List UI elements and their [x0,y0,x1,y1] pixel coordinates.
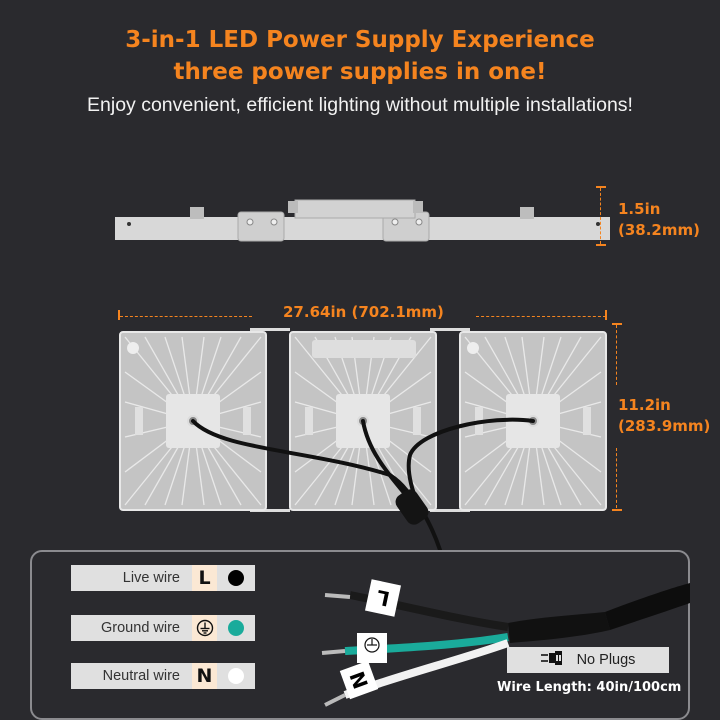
cable-illustration: L N [321,579,690,707]
width-dim-tick-left [118,310,120,320]
wiring-info-panel [30,550,690,720]
legend-neutral-wire: Neutral wire N [71,663,255,689]
legend-live-wire: Live wire L [71,565,255,591]
no-plug-icon [540,651,563,669]
fixture-top-view [119,328,607,550]
depth-dim-line-top [616,325,617,385]
green-wire-dot-icon [228,620,244,636]
height-dim-tick-bottom [596,244,606,246]
depth-dim-in: 11.2in [618,396,671,414]
tag-live: L [365,579,401,617]
height-dim-mm: (38.2mm) [618,221,700,239]
height-dim-line [600,188,601,244]
no-plugs-badge: No Plugs [507,647,669,673]
width-dim-tick-right [605,310,607,320]
legend-ground-wire: Ground wire [71,615,255,641]
depth-dim-tick-top [612,323,622,325]
depth-dim-mm: (283.9mm) [618,417,711,435]
depth-dim-line-bottom [616,448,617,508]
width-dim-label: 27.64in (702.1mm) [283,303,444,321]
main-title-line2: three power supplies in one! [173,59,547,85]
height-dim-in: 1.5in [618,200,661,218]
no-plugs-label: No Plugs [576,652,636,668]
height-dim-tick-top [596,186,606,188]
svg-text:N: N [345,668,373,692]
legend-label: Ground wire [101,620,180,636]
white-wire-dot-icon [228,668,244,684]
live-symbol: L [192,565,217,591]
neutral-symbol: N [192,663,217,689]
wire-length: Wire Length: 40in/100cm [497,680,682,695]
ground-symbol-icon [192,615,217,641]
fixture-side-view [115,199,610,242]
legend-label: Live wire [122,570,180,586]
black-wire-dot-icon [228,570,244,586]
depth-dim-tick-bottom [612,509,622,511]
legend-label: Neutral wire [102,668,180,684]
subtitle: Enjoy convenient, efficient lighting wit… [87,94,633,116]
svg-text:L: L [374,585,392,611]
tag-ground [357,633,387,663]
tag-neutral: N [339,660,379,700]
main-title: 3-in-1 LED Power Supply Experience [125,27,595,53]
width-dim-line-right [476,316,606,317]
width-dim-line-left [120,316,252,317]
